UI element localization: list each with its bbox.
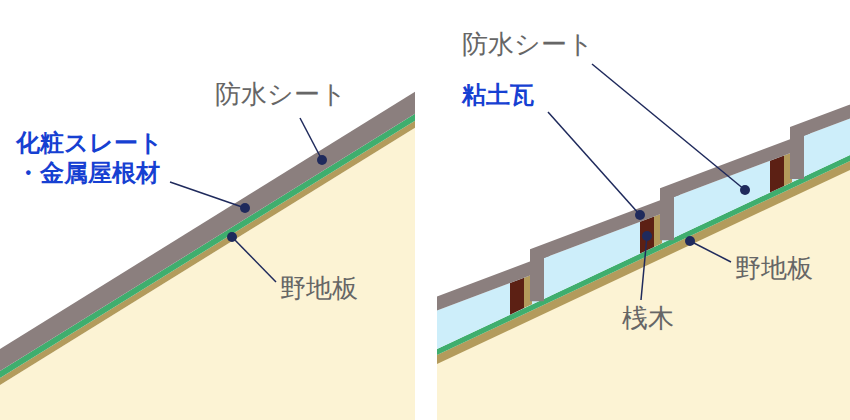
waterproof-sheet	[437, 155, 850, 355]
batten	[640, 217, 654, 254]
leader-line	[592, 64, 745, 190]
interior-ground	[0, 128, 415, 420]
leader-line	[690, 241, 731, 262]
tile-body	[790, 71, 850, 180]
tile-body	[660, 132, 810, 241]
leader-dot	[635, 210, 645, 220]
tile-body	[530, 193, 680, 302]
leader-line	[170, 182, 245, 208]
sheathing-board	[0, 121, 415, 385]
clay-tile	[660, 132, 810, 241]
leader-line	[548, 112, 640, 215]
batten	[770, 155, 784, 192]
batten	[510, 278, 524, 315]
leader-dot	[685, 236, 695, 246]
panel-gap	[415, 0, 437, 420]
leader-dot	[740, 185, 750, 195]
leader-dot	[642, 231, 652, 241]
material-label: 粘土瓦	[462, 80, 534, 110]
sheathing-board	[437, 161, 850, 364]
tile-roof-section	[437, 71, 850, 420]
clay-tile	[530, 193, 680, 302]
waterproof-sheet	[0, 114, 415, 378]
leader-line	[300, 118, 322, 160]
leader-line	[232, 237, 276, 282]
part-label: 防水シート	[462, 28, 594, 61]
slate-roof-section	[0, 92, 415, 420]
leader-dot	[317, 155, 327, 165]
slate-roofing	[0, 92, 415, 371]
part-label: 桟木	[622, 302, 674, 335]
leader-dot	[227, 232, 237, 242]
leader-dot	[240, 203, 250, 213]
part-label: 防水シート	[215, 78, 347, 111]
part-label: 野地板	[280, 272, 358, 305]
part-label: 野地板	[735, 252, 813, 285]
material-label: 化粧スレート ・金属屋根材	[16, 128, 191, 188]
leader-line	[641, 236, 647, 300]
leaders	[170, 64, 750, 300]
clay-tile	[790, 71, 850, 180]
